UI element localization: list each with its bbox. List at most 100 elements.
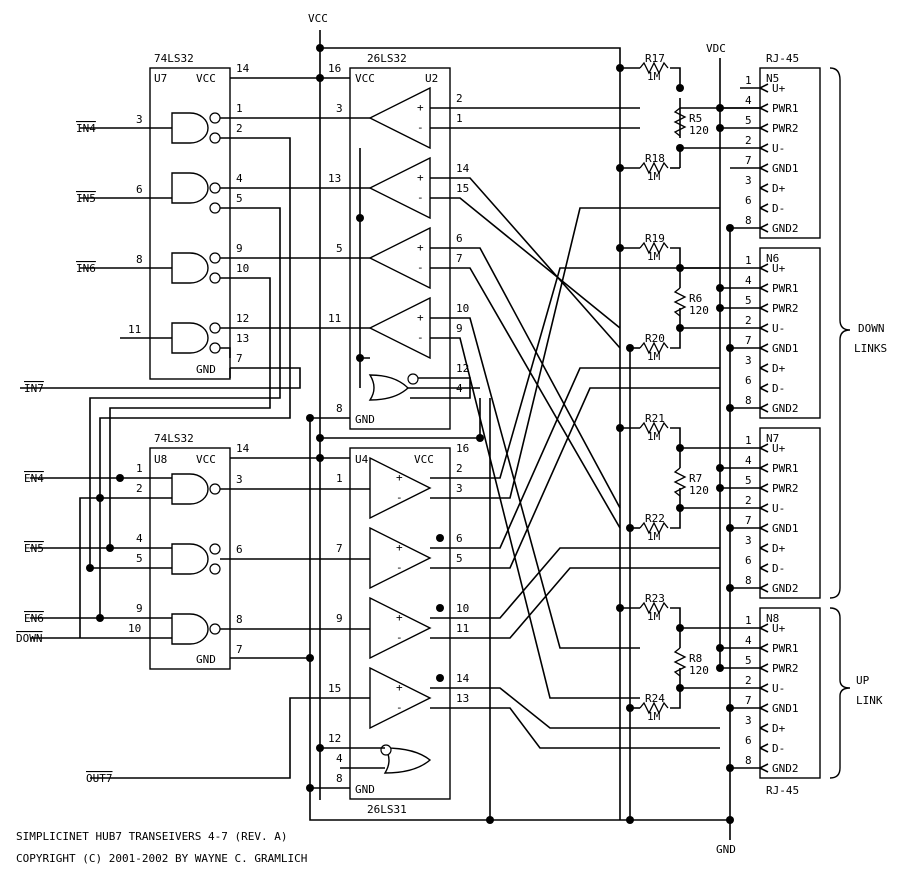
connector-pin-arrow [759,483,769,493]
svg-text:7: 7 [336,542,343,555]
connector-pin-arrow [759,83,769,93]
rj45-top-label: RJ-45 [766,52,799,65]
connector-pin-number: 2 [745,494,752,507]
down-links-brace [829,67,851,599]
connector-pin-number: 6 [745,194,752,207]
connector-pin-arrow [759,623,769,633]
svg-text:11: 11 [328,312,341,325]
svg-text:8: 8 [136,253,143,266]
connector-pin-arrow [759,183,769,193]
connector-signal-label: D+ [772,362,786,375]
connector-pin-arrow [759,643,769,653]
u7-gnd-label: GND [196,363,216,376]
svg-text:6: 6 [236,543,243,556]
svg-text:1: 1 [236,102,243,115]
u4-driver-2: +- [369,526,432,590]
connector-pin-number: 3 [745,174,752,187]
u7-vcc-label: VCC [196,72,216,85]
connector-ref: N5 [766,72,779,85]
connector-pin-arrow [759,303,769,313]
svg-text:+: + [396,681,403,694]
svg-text:10: 10 [236,262,249,275]
connector-pin-arrow [759,583,769,593]
svg-text:3: 3 [456,482,463,495]
r23-value: 1M [647,610,661,623]
connector-signal-label: PWR1 [772,282,799,295]
r23-ref: R23 [645,592,665,605]
connector-signal-label: GND1 [772,162,799,175]
r7-value: 120 [689,484,709,497]
u8-vcc-label: VCC [196,453,216,466]
svg-text:8: 8 [236,613,243,626]
connector-pin-number: 8 [745,754,752,767]
u4-chip-body [349,447,451,800]
input-labels: IN4 IN5 IN6 IN7 EN4 EN5 EN6 DOWN OUT7 [16,122,113,785]
svg-text:3: 3 [136,113,143,126]
connector-signal-label: D- [772,202,785,215]
copyright-line: COPYRIGHT (C) 2001-2002 BY WAYNE C. GRAM… [16,852,307,865]
u7-gate-d [171,322,221,354]
r20-ref: R20 [645,332,665,345]
connector-pin-number: 4 [745,94,752,107]
svg-text:16: 16 [328,62,341,75]
connector-pin-arrow [759,723,769,733]
out7-label: OUT7 [86,772,113,785]
rj45-bottom-label: RJ-45 [766,784,799,797]
connector-pin-number: 7 [745,334,752,347]
r24-ref: R24 [645,692,665,705]
connector-pin-arrow [759,763,769,773]
svg-text:10: 10 [456,602,469,615]
up-link-brace [829,607,851,779]
in7-label: IN7 [24,382,44,395]
connector-signal-label: D- [772,562,785,575]
connector-signal-label: PWR1 [772,102,799,115]
pin-numbers: 14 3 1 2 6 4 5 8 9 10 11 12 13 7 14 1 2 … [128,62,470,785]
svg-text:7: 7 [236,643,243,656]
connector-pin-arrow [759,343,769,353]
svg-text:+: + [396,471,403,484]
connector-pin-number: 2 [745,314,752,327]
connector-pin-number: 7 [745,694,752,707]
connector-pin-arrow [759,383,769,393]
connector-pin-number: 4 [745,454,752,467]
svg-text:+: + [417,101,424,114]
u4-gnd-label: GND [355,783,375,796]
svg-text:-: - [396,491,403,504]
u4-driver-1: +- [369,456,432,520]
svg-text:-: - [396,631,403,644]
en4-label: EN4 [24,472,44,485]
connector-signal-label: U- [772,142,785,155]
connector-pin-number: 5 [745,654,752,667]
u8-gnd-label: GND [196,653,216,666]
svg-text:3: 3 [336,102,343,115]
connector-body [759,427,821,599]
svg-text:16: 16 [456,442,469,455]
resistor-labels: R17 1M R5 120 R18 1M R19 1M R6 120 R20 1… [645,52,709,723]
u2-ref-label: U2 [425,72,438,85]
down-links-label-2: LINKS [854,342,887,355]
in4-label: IN4 [76,122,96,135]
r22-ref: R22 [645,512,665,525]
svg-text:5: 5 [456,552,463,565]
u2-vcc-label: VCC [355,72,375,85]
connector-pin-number: 1 [745,254,752,267]
connector-pin-arrow [759,743,769,753]
u7-gate-c [171,252,221,284]
svg-text:-: - [396,701,403,714]
connector-signal-label: PWR2 [772,302,799,315]
u8-gate-a [171,473,221,505]
connector-body [759,67,821,239]
svg-text:2: 2 [236,122,243,135]
connector-pin-number: 1 [745,614,752,627]
u4-vcc-label: VCC [414,453,434,466]
connector-pin-arrow [759,463,769,473]
schematic-title: SIMPLICINET HUB7 TRANSEIVERS 4-7 (REV. A… [16,830,288,843]
connector-signal-label: GND1 [772,702,799,715]
wires [20,30,760,840]
connector-pin-arrow [759,283,769,293]
svg-text:10: 10 [456,302,469,315]
r19-value: 1M [647,250,661,263]
